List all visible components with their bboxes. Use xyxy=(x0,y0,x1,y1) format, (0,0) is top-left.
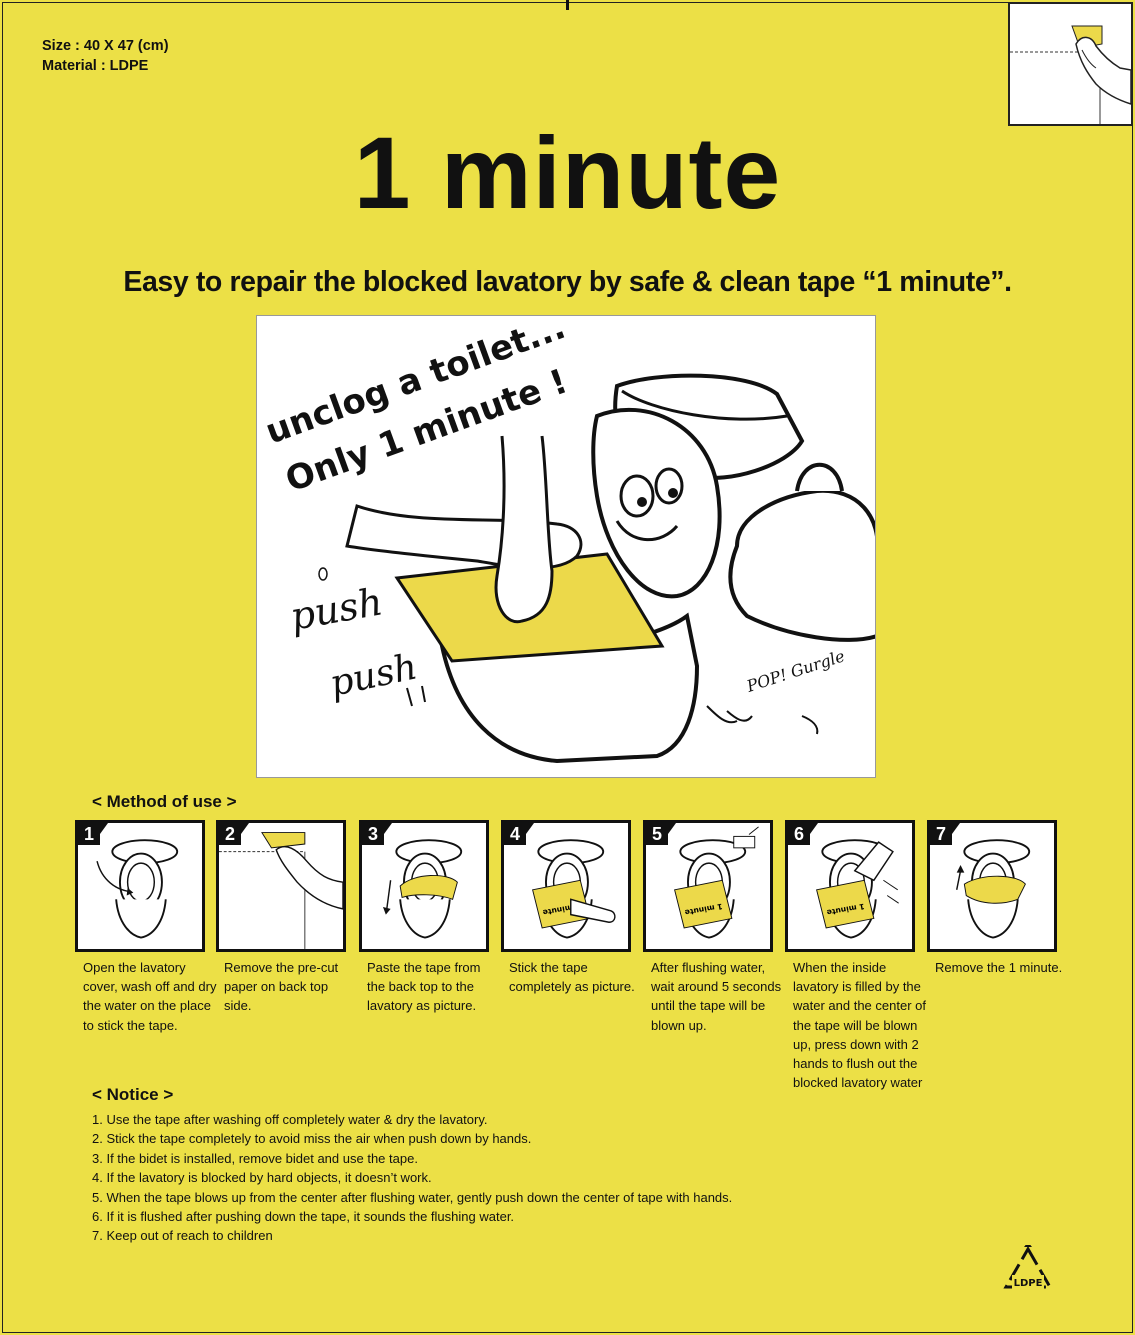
sfx-pop: POP! Gurgle xyxy=(743,646,847,696)
notice-item: 2. Stick the tape completely to avoid mi… xyxy=(92,1131,532,1147)
method-heading: < Method of use > xyxy=(92,792,237,811)
notice-item: 1. Use the tape after washing off comple… xyxy=(92,1112,488,1127)
recycle-label: LDPE xyxy=(1014,1278,1043,1289)
top-tick-mark xyxy=(566,0,569,10)
notice-item: 3. If the bidet is installed, remove bid… xyxy=(92,1150,418,1166)
step-description: Open the lavatory cover, wash off and dr… xyxy=(83,960,217,1033)
notice-heading: < Notice > xyxy=(92,1085,174,1104)
step-illustration: 7 xyxy=(927,820,1057,952)
step-description: Remove the pre-cut paper on back top sid… xyxy=(224,960,339,1014)
sfx-push-1: push xyxy=(287,579,386,638)
material-spec: Material : LDPE xyxy=(42,58,149,74)
step-description: After flushing water, wait around 5 seco… xyxy=(651,960,782,1033)
toilet-step-icon xyxy=(219,832,343,949)
step-illustration: 1 xyxy=(75,820,205,952)
step-description: Stick the tape completely as picture. xyxy=(509,960,635,995)
step-description: Paste the tape from the back top to the … xyxy=(367,960,481,1014)
step-illustration: 2 xyxy=(216,820,346,952)
step-number: 1 xyxy=(78,823,108,845)
toilet-step-icon xyxy=(956,839,1031,939)
tagline: Easy to repair the blocked lavatory by s… xyxy=(123,266,1012,298)
sfx-push-2: push xyxy=(326,646,420,704)
step-number: 2 xyxy=(219,823,249,845)
step-illustration: 3 xyxy=(359,820,489,952)
step-description: Remove the 1 minute. xyxy=(935,960,1063,975)
step-number: 4 xyxy=(504,823,534,845)
headline: 1 minute xyxy=(353,116,782,230)
toilet-step-icon: 1 minute xyxy=(816,839,899,939)
notice-item: 4. If the lavatory is blocked by hard ob… xyxy=(92,1170,432,1186)
toilet-step-icon: 1 minute xyxy=(532,839,616,939)
step-number: 5 xyxy=(646,823,676,845)
toilet-step-icon: 1 minute xyxy=(674,826,759,939)
toilet-step-icon xyxy=(96,839,179,939)
step-description: When the inside lavatory is filled by th… xyxy=(793,960,926,1091)
corner-peel-illustration xyxy=(1008,2,1133,126)
toilet-cartoon: unclog a toilet... Only 1 minute ! push … xyxy=(260,316,875,764)
notice-item: 7. Keep out of reach to children xyxy=(92,1228,273,1244)
notice-list: 1. Use the tape after washing off comple… xyxy=(92,1110,732,1246)
toilet-step-icon xyxy=(382,839,463,939)
notice-item: 5. When the tape blows up from the cente… xyxy=(92,1189,733,1205)
notice-item: 6. If it is flushed after pushing down t… xyxy=(92,1209,515,1225)
step-number: 7 xyxy=(930,823,960,845)
step-number: 6 xyxy=(788,823,818,845)
step-number: 3 xyxy=(362,823,392,845)
product-specs: Size : 40 X 47 (cm) Material : LDPE xyxy=(42,36,169,76)
size-spec: Size : 40 X 47 (cm) xyxy=(42,38,169,54)
hero-illustration: unclog a toilet... Only 1 minute ! push … xyxy=(256,315,876,778)
ldpe-recycle-icon: LDPE xyxy=(998,1242,1058,1297)
